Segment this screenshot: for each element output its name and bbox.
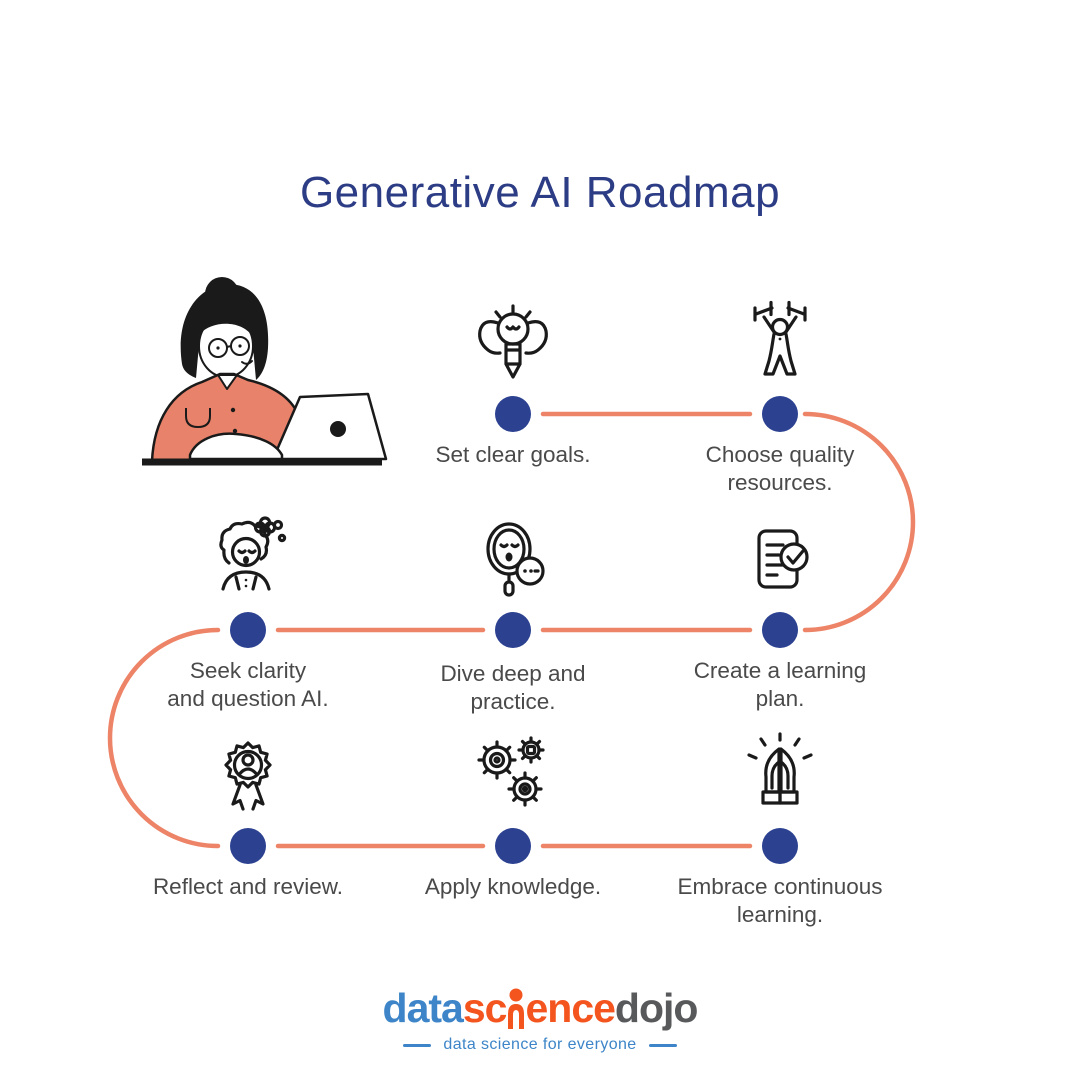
step-dot-2: [762, 396, 798, 432]
step-label-4: Dive deep and practice.: [440, 661, 586, 715]
lightbulb-strength-icon: [468, 299, 558, 389]
woman-laptop-drawing: [142, 277, 388, 466]
step-label-5: Seek clarity and question AI.: [167, 658, 329, 712]
logo-text-dojo: dojo: [614, 985, 699, 1031]
step-dot-3: [762, 612, 798, 648]
step-dot-4: [495, 612, 531, 648]
step-label-2: Choose quality resources.: [705, 442, 855, 496]
step-dot-6: [230, 828, 266, 864]
weightlifter-icon: [735, 297, 825, 387]
woman-laptop-illustration: [130, 268, 394, 472]
tagline-text: data science for everyone: [443, 1036, 637, 1053]
hand-mirror-chat-icon: [468, 515, 558, 605]
gears-icon: [468, 731, 558, 821]
step-label-7: Apply knowledge.: [424, 874, 602, 899]
award-ribbon-icon: [203, 731, 293, 821]
logo-text-data: data: [382, 985, 464, 1031]
step-label-1: Set clear goals.: [435, 442, 591, 467]
step-dot-8: [762, 828, 798, 864]
calm-person-sparkle-icon: [203, 515, 293, 605]
page-title: Generative AI Roadmap: [299, 168, 781, 217]
logo-text-ence: ence: [525, 985, 615, 1031]
step-dot-7: [495, 828, 531, 864]
tagline-dash-left: [403, 1043, 432, 1047]
step-dot-1: [495, 396, 531, 432]
checklist-document-icon: [735, 515, 825, 605]
logo-tagline: data science for everyone: [403, 1036, 677, 1054]
logo-person-icon: [506, 988, 525, 1029]
step-label-6: Reflect and review.: [152, 874, 344, 899]
step-label-3: Create a learning plan.: [693, 658, 867, 712]
praying-hands-rays-icon: [735, 729, 825, 819]
logo-text-sc: sc: [462, 985, 508, 1031]
tagline-dash-right: [648, 1043, 677, 1047]
step-label-8: Embrace continuous learning.: [677, 874, 883, 928]
step-dot-5: [230, 612, 266, 648]
